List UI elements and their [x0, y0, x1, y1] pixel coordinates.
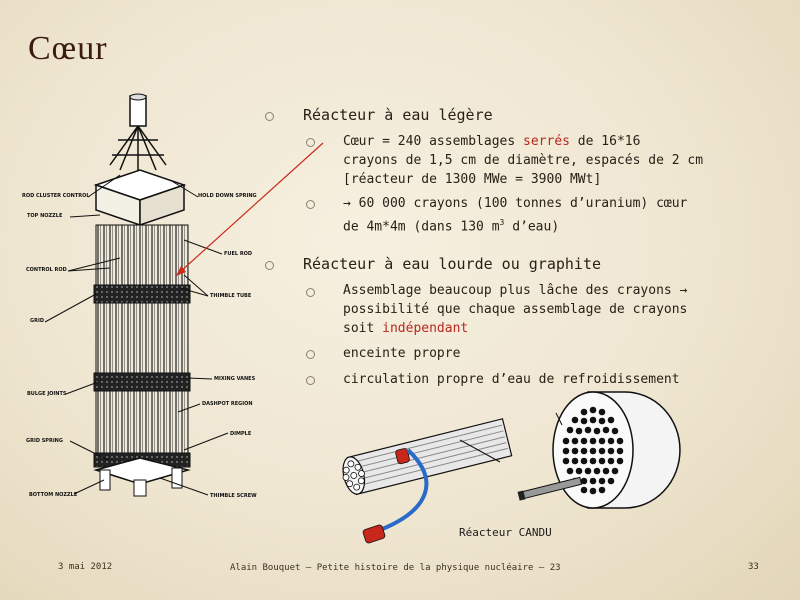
footer-date: 3 mai 2012 — [58, 562, 113, 572]
bottom-nozzle — [93, 457, 191, 485]
rods-section-1 — [95, 302, 189, 374]
footer-center: Alain Bouquet — Petite histoire de la ph… — [230, 563, 561, 573]
feeder-end-fitting — [362, 524, 386, 544]
sub-bullet-1-1-line2: crayons de 1,5 cm de diamètre, espacés d… — [343, 153, 704, 168]
page-number: 33 — [748, 562, 759, 572]
label-top-nozzle: TOP NOZZLE — [27, 213, 63, 219]
spider-assembly — [109, 125, 167, 172]
label-grid: GRID — [30, 318, 44, 324]
arrow-head — [176, 266, 186, 276]
label-dashpot-region: DASHPOT REGION — [202, 401, 253, 407]
label-dimple: DIMPLE — [230, 431, 252, 437]
sub-bullet-2-1: Assemblage beaucoup plus lâche des crayo… — [343, 281, 773, 338]
label-grid-spring: GRID SPRING — [26, 438, 63, 444]
sub-bullet-1-1-line3: [réacteur de 1300 MWe = 3900 MWt] — [343, 172, 602, 187]
label-bottom-nozzle: BOTTOM NOZZLE — [29, 492, 78, 498]
label-hold-down-spring: HOLD DOWN SPRING — [198, 193, 257, 199]
label-fuel-rod: FUEL ROD — [224, 251, 253, 257]
bullet-2-marker — [265, 261, 274, 270]
upper-rods — [95, 224, 189, 286]
leader-lines — [44, 174, 229, 496]
bullet-1-marker — [265, 112, 274, 121]
sub-bullet-1-2: → 60 000 crayons (100 tonnes d’uranium) … — [343, 194, 773, 236]
highlight-serres: serrés — [523, 134, 570, 149]
sub-bullet-1-2-line2: de 4m*4m (dans 130 m3 d’eau) — [343, 218, 560, 235]
sub-bullet-2-3-marker — [306, 376, 315, 385]
highlight-independant: indépendant — [382, 321, 469, 336]
pointer-arrow — [179, 142, 324, 273]
sub-bullet-1-1: Cœur = 240 assemblages serrés de 16*16 c… — [343, 132, 773, 189]
label-rod-cluster-control: ROD CLUSTER CONTROL — [22, 193, 90, 199]
bullet-2-text: Réacteur à eau lourde ou graphite — [303, 255, 602, 273]
sub-bullet-2-1-line2: possibilité que chaque assemblage de cra… — [343, 302, 688, 317]
label-bulge-joints: BULGE JOINTS — [27, 391, 67, 397]
label-mixing-vanes: MIXING VANES — [214, 376, 256, 382]
slide-title: Cœur — [28, 30, 108, 67]
sub-bullet-1-2-marker — [306, 200, 315, 209]
sub-bullet-2-1-marker — [306, 288, 315, 297]
candu-figure — [342, 391, 681, 544]
candu-caption: Réacteur CANDU — [459, 526, 552, 539]
label-thimble-tube: THIMBLE TUBE — [210, 293, 252, 299]
label-control-rod: CONTROL ROD — [26, 267, 67, 273]
red-connector — [395, 448, 410, 465]
sub-bullet-1-1-marker — [306, 138, 315, 147]
sub-bullet-2-3: circulation propre d’eau de refroidissem… — [343, 372, 680, 387]
sub-bullet-2-2-marker — [306, 350, 315, 359]
label-thimble-screw: THIMBLE SCREW — [210, 493, 257, 499]
sub-bullet-2-2: enceinte propre — [343, 346, 461, 361]
sub-bullet-2-1-line3: soit indépendant — [343, 321, 469, 336]
sub-bullet-2-1-line1: Assemblage beaucoup plus lâche des crayo… — [343, 283, 688, 298]
bullet-1-text: Réacteur à eau légère — [303, 106, 493, 124]
fuel-channel-holes — [562, 406, 624, 495]
sub-bullet-1-1-line1: Cœur = 240 assemblages serrés de 16*16 — [343, 134, 641, 149]
blue-feeder-tube — [379, 448, 429, 532]
rods-section-2 — [95, 390, 189, 454]
sub-bullet-1-2-line1: → 60 000 crayons (100 tonnes d’uranium) … — [343, 196, 688, 211]
